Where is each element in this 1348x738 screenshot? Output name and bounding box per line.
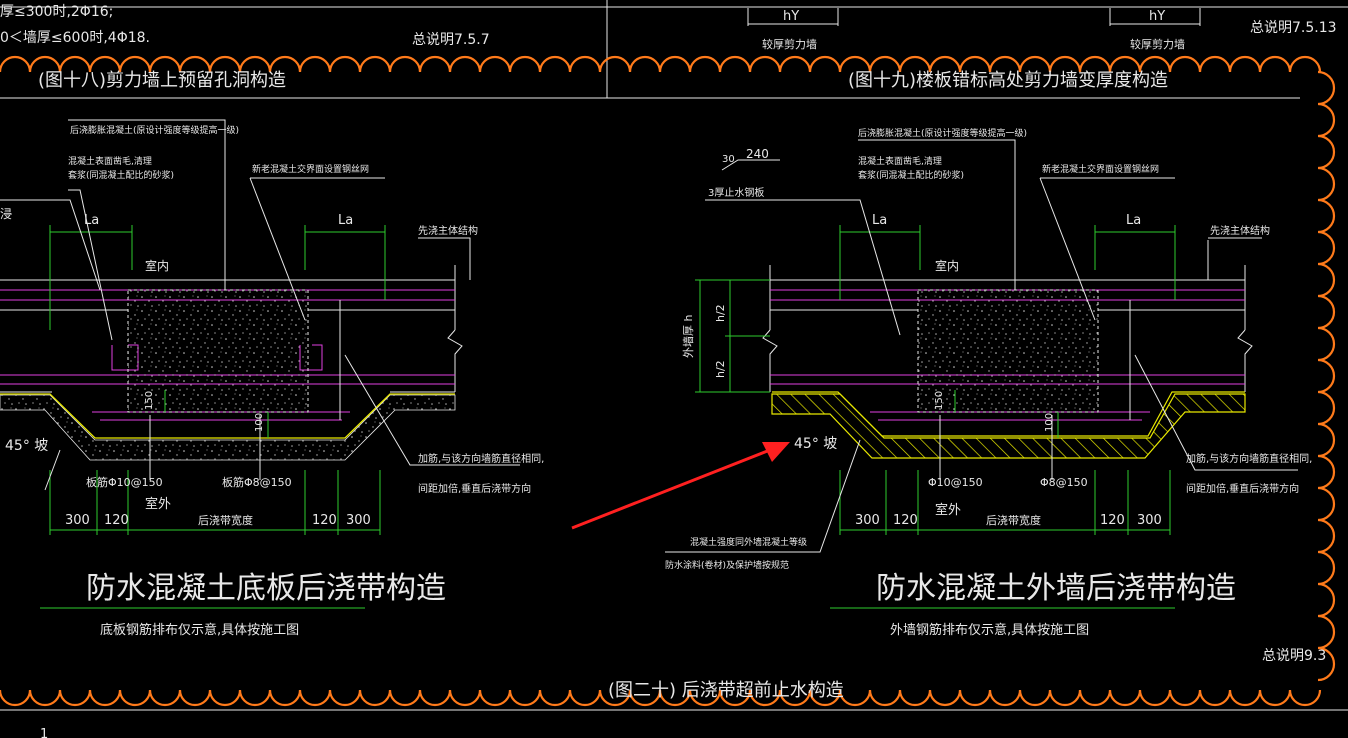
left-label-post-concrete: 后浇膨胀混凝土(原设计强度等级提高一级) (70, 124, 239, 136)
left-band-width: 后浇带宽度 (198, 513, 253, 527)
left-label-surface-2: 套浆(同混凝土配比的砂浆) (68, 169, 174, 181)
right-band-width: 后浇带宽度 (986, 513, 1041, 527)
right-dim-300-a: 300 (855, 513, 880, 528)
left-detail-title: 防水混凝土底板后浇带构造 (86, 571, 446, 606)
fig19-title: (图十九)楼板错标高处剪力墙变厚度构造 (848, 70, 1168, 91)
right-dim-150: 150 (934, 391, 945, 410)
right-la-left: La (872, 213, 887, 228)
right-plate-dim-prefix: 30 (722, 154, 735, 165)
left-label-edge: 浸 (0, 207, 12, 221)
right-half-h-bottom: h/2 (714, 360, 727, 378)
right-add-bar-2: 间距加倍,垂直后浇带方向 (1186, 482, 1299, 495)
left-detail-subtitle: 底板钢筋排布仅示意,具体按施工图 (100, 622, 299, 638)
right-detail-title: 防水混凝土外墙后浇带构造 (876, 571, 1236, 606)
annotation-arrow (571, 442, 790, 530)
right-slope: 45° 坡 (794, 436, 837, 452)
left-label-first-pour: 先浇主体结构 (418, 224, 478, 237)
right-plate-dim: 240 (746, 147, 769, 161)
header-ref-right: 总说明7.5.13 (1250, 20, 1337, 36)
right-label-mesh: 新老混凝土交界面设置钢丝网 (1042, 163, 1159, 175)
left-outdoor: 室外 (145, 496, 171, 512)
revision-cloud (0, 55, 1336, 707)
left-dim-300-a: 300 (65, 513, 90, 528)
left-add-bar-2: 间距加倍,垂直后浇带方向 (418, 482, 531, 495)
right-outdoor: 室外 (935, 502, 961, 518)
header-note-line1: 厚≤300时,2Φ16; (0, 4, 113, 20)
left-label-mesh: 新老混凝土交界面设置钢丝网 (252, 163, 369, 175)
left-detail: 后浇膨胀混凝土(原设计强度等级提高一级) 混凝土表面凿毛,清理 套浆(同混凝土配… (0, 119, 544, 638)
header-ref-left: 总说明7.5.7 (412, 32, 490, 48)
right-steel-plate: 3厚止水钢板 (708, 186, 764, 199)
right-label-first-pour: 先浇主体结构 (1210, 224, 1270, 237)
left-label-surface-1: 混凝土表面凿毛,清理 (68, 155, 152, 167)
left-la-left: La (84, 213, 99, 228)
right-dim-100: 100 (1044, 413, 1055, 432)
right-add-bar-1: 加筋,与该方向墙筋直径相同, (1186, 452, 1312, 465)
fig18-title: (图十八)剪力墙上预留孔洞构造 (38, 70, 286, 91)
right-dim-120-b: 120 (1100, 513, 1125, 528)
right-detail: 后浇膨胀混凝土(原设计强度等级提高一级) 混凝土表面凿毛,清理 套浆(同混凝土配… (665, 127, 1312, 638)
right-label-surface-2: 套浆(同混凝土配比的砂浆) (858, 169, 964, 181)
weak-wall-label-1: 较厚剪力墙 (762, 37, 817, 51)
left-rebar-left: 板筋Φ10@150 (86, 475, 163, 489)
dim-hy-2: hY (1149, 9, 1165, 24)
left-dim-120-a: 120 (104, 513, 129, 528)
header-note-line2: 0＜墙厚≤600时,4Φ18. (0, 30, 150, 46)
left-slope: 45° 坡 (5, 438, 48, 454)
dim-hy-1: hY (783, 9, 799, 24)
right-half-h-top: h/2 (714, 304, 727, 322)
right-indoor: 室内 (935, 258, 959, 273)
right-rebar-left: Φ10@150 (928, 476, 983, 489)
left-indoor: 室内 (145, 258, 169, 273)
left-rebar-right: 板筋Φ8@150 (222, 475, 292, 489)
right-note-concrete: 混凝土强度同外墙混凝土等级 (690, 536, 807, 548)
weak-wall-label-2: 较厚剪力墙 (1130, 37, 1185, 51)
left-dim-150: 150 (144, 391, 155, 410)
drawing-frame (0, 0, 1348, 711)
left-dim-120-b: 120 (312, 513, 337, 528)
right-dim-300-b: 300 (1137, 513, 1162, 528)
left-la-right: La (338, 213, 353, 228)
right-wall-thickness: 外墙厚 h (681, 315, 695, 358)
bottom-ref: 总说明9.3 (1262, 648, 1326, 664)
corner-mark: 1 (40, 727, 48, 738)
right-la-right: La (1126, 213, 1141, 228)
left-dim-300-b: 300 (346, 513, 371, 528)
right-label-surface-1: 混凝土表面凿毛,清理 (858, 155, 942, 167)
right-note-waterproof: 防水涂料(卷材)及保护墙按规范 (665, 559, 789, 571)
left-add-bar-1: 加筋,与该方向墙筋直径相同, (418, 452, 544, 465)
right-rebar-right: Φ8@150 (1040, 476, 1088, 489)
right-detail-subtitle: 外墙钢筋排布仅示意,具体按施工图 (890, 622, 1089, 638)
right-dim-120-a: 120 (893, 513, 918, 528)
fig20-title: (图二十) 后浇带超前止水构造 (608, 680, 844, 701)
left-dim-100: 100 (254, 413, 265, 432)
header: 厚≤300时,2Φ16; 0＜墙厚≤600时,4Φ18. 总说明7.5.7 hY… (0, 4, 1337, 51)
right-label-post-concrete: 后浇膨胀混凝土(原设计强度等级提高一级) (858, 127, 1027, 139)
